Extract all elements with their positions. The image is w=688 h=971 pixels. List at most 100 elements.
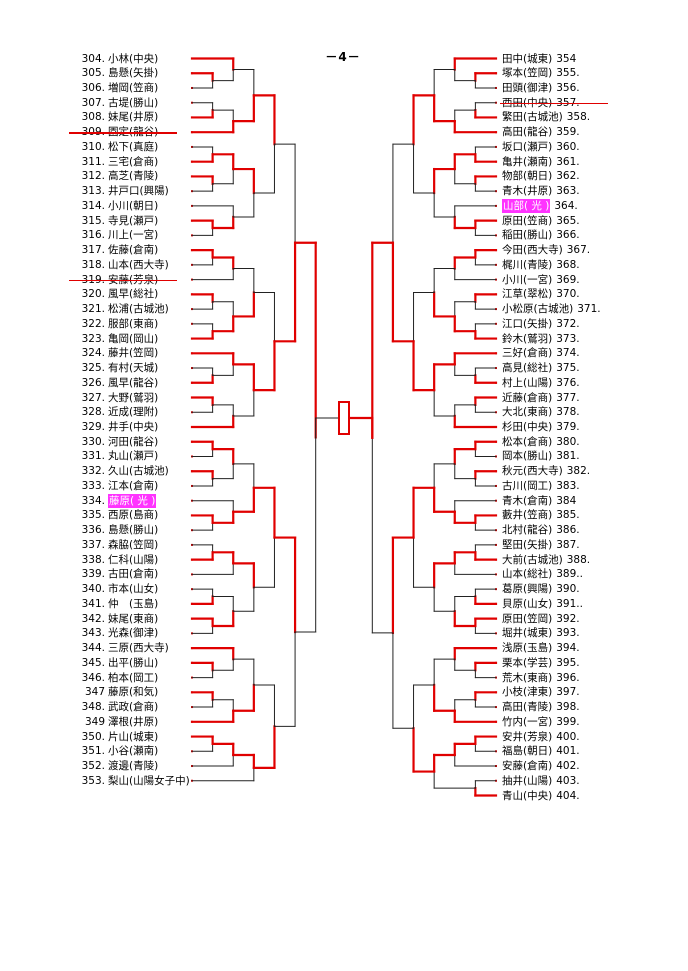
entry-number: 325. [81, 362, 105, 375]
entry-number: 332. [81, 465, 105, 478]
entry-name: 松浦(古城池) [108, 303, 169, 316]
entry-number: 317. [81, 244, 105, 257]
entry-name: 栗本(学芸) [502, 656, 553, 669]
right-entry: 藪井(笠商)385. [502, 508, 672, 522]
entry-number: 334. [81, 494, 105, 507]
entry-number: 391.. [556, 597, 583, 610]
entry-name: 古川(岡工) [502, 479, 553, 492]
right-entry: 今田(西大寺)367. [502, 243, 672, 257]
entry-name: 高田(龍谷) [502, 126, 553, 139]
entry-number: 360. [556, 140, 580, 153]
entry-number: 374. [556, 347, 580, 360]
entry-name: 寺見(瀬戸) [108, 214, 159, 227]
left-entry: 341.仲 (玉島) [77, 597, 252, 611]
entry-number: 385. [556, 509, 580, 522]
entry-number: 359. [556, 126, 580, 139]
right-entry: 貝原(山女)391.. [502, 597, 672, 611]
entry-number: 394. [556, 642, 580, 655]
entry-name: 渡邊(青陵) [108, 760, 159, 773]
right-entry: 大北(東商)378. [502, 405, 672, 419]
entry-number: 356. [556, 81, 580, 94]
entry-name: 有村(天城) [108, 362, 159, 375]
entry-name: 高田(青陵) [502, 701, 553, 714]
entry-name: 柏本(岡工) [108, 671, 159, 684]
left-entry: 321.松浦(古城池) [77, 302, 252, 316]
left-entry: 336.島懸(勝山) [77, 523, 252, 537]
left-entry: 327.大野(鷲羽) [77, 391, 252, 405]
entry-name: 古堤(勝山) [108, 96, 159, 109]
right-entry: 田頭(御津)356. [502, 81, 672, 95]
entry-number: 314. [81, 199, 105, 212]
left-entry: 338.仁科(山陽) [77, 553, 252, 567]
entry-number: 355. [556, 67, 580, 80]
entry-name: 高芝(青陵) [108, 170, 159, 183]
entry-name: 松下(真庭) [108, 140, 159, 153]
entry-name: 秋元(西大寺) [502, 465, 563, 478]
entry-name: 古田(倉南) [108, 568, 159, 581]
left-entry: 333.江本(倉南) [77, 479, 252, 493]
entry-name: 原田(笠岡) [502, 612, 553, 625]
entry-name: 澤根(井原) [108, 715, 159, 728]
entry-number: 371. [577, 303, 601, 316]
entry-number: 365. [556, 214, 580, 227]
entry-name: 三宅(倉商) [108, 155, 159, 168]
entry-name: 稲田(勝山) [502, 229, 553, 242]
right-entry: 山部( 光 )364. [502, 198, 672, 213]
right-entry: 原田(笠商)365. [502, 214, 672, 228]
entry-name: 山部( 光 ) [502, 198, 551, 213]
entry-number: 386. [556, 524, 580, 537]
entry-number: 389.. [556, 568, 583, 581]
right-entry: 栗本(学芸)395. [502, 656, 672, 670]
entry-name: 堀井(城東) [502, 627, 553, 640]
right-entry: 小川(一宮)369. [502, 273, 672, 287]
right-entry: 原田(笠岡)392. [502, 612, 672, 626]
right-entry: 浅原(玉島)394. [502, 641, 672, 655]
entry-name: 荒木(東商) [502, 671, 553, 684]
left-entry: 313.井戸口(興陽) [77, 184, 252, 198]
entry-name: 片山(城東) [108, 730, 159, 743]
entry-name: 竹内(一宮) [502, 715, 553, 728]
entry-name: 妹尾(井原) [108, 111, 159, 124]
left-entry: 329.井手(中央) [77, 420, 252, 434]
entry-name: 小川(朝日) [108, 199, 159, 212]
entry-number: 397. [556, 686, 580, 699]
entry-number: 403. [556, 774, 580, 787]
entry-number: 383. [556, 479, 580, 492]
right-entry: 高田(龍谷)359. [502, 125, 672, 139]
left-entry: 323.亀岡(岡山) [77, 332, 252, 346]
entry-number: 381. [556, 450, 580, 463]
entry-number: 330. [81, 435, 105, 448]
entry-number: 348. [81, 701, 105, 714]
left-entry: 305.島懸(矢掛) [77, 66, 252, 80]
left-entry: 343.光森(御津) [77, 626, 252, 640]
entry-number: 312. [81, 170, 105, 183]
left-entry: 309.園定(龍谷) [69, 125, 252, 139]
right-entry: 高田(青陵)398. [502, 700, 672, 714]
page-number: －4－ [325, 50, 361, 64]
entry-name: 繁田(古城池) [502, 111, 563, 124]
entry-name: 安井(芳泉) [502, 730, 553, 743]
entry-name: 山本(西大寺) [108, 258, 169, 271]
left-entry: 348.武政(倉商) [77, 700, 252, 714]
entry-number: 382. [566, 465, 591, 478]
left-entry: 310.松下(真庭) [77, 140, 252, 154]
left-entry: 318.山本(西大寺) [77, 258, 252, 272]
entry-name: 近成(理附) [108, 406, 159, 419]
entry-name: 岡本(勝山) [502, 450, 553, 463]
entry-number: 331. [81, 450, 105, 463]
entry-name: 藪井(笠商) [502, 509, 553, 522]
entry-name: 三好(倉商) [502, 347, 553, 360]
entry-name: 安藤(倉南) [502, 760, 553, 773]
entry-name: 森脇(笠岡) [108, 538, 159, 551]
left-entry: 335.西原(島商) [77, 508, 252, 522]
entry-number: 308. [81, 111, 105, 124]
right-entry: 村上(山陽)376. [502, 376, 672, 390]
entry-name: 松本(倉商) [502, 435, 553, 448]
entry-name: 出平(勝山) [108, 656, 159, 669]
entry-name: 小林(中央) [108, 52, 159, 65]
entry-name: 久山(古城池) [108, 465, 169, 478]
entry-name: 坂口(瀬戸) [502, 140, 553, 153]
entry-number: 329. [81, 421, 105, 433]
